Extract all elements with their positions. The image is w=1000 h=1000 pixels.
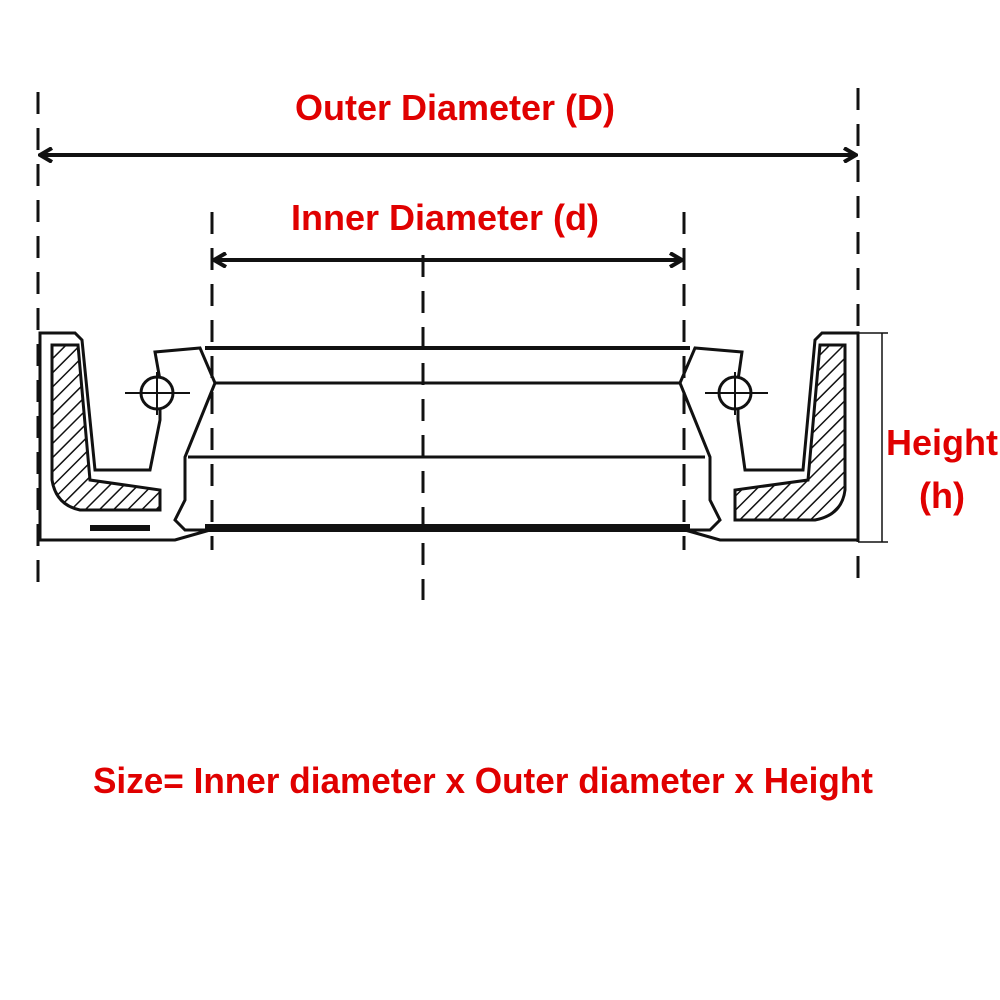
seal-profile-left (38, 331, 217, 542)
height-symbol-label: (h) (919, 475, 965, 516)
seal-body (188, 346, 705, 532)
height-label: Height (886, 422, 998, 463)
height-dimension-bracket (858, 332, 888, 543)
size-formula: Size= Inner diameter x Outer diameter x … (93, 760, 873, 801)
outer-diameter-label: Outer Diameter (D) (295, 87, 615, 128)
seal-profile-right (678, 331, 860, 542)
inner-diameter-label: Inner Diameter (d) (291, 197, 599, 238)
